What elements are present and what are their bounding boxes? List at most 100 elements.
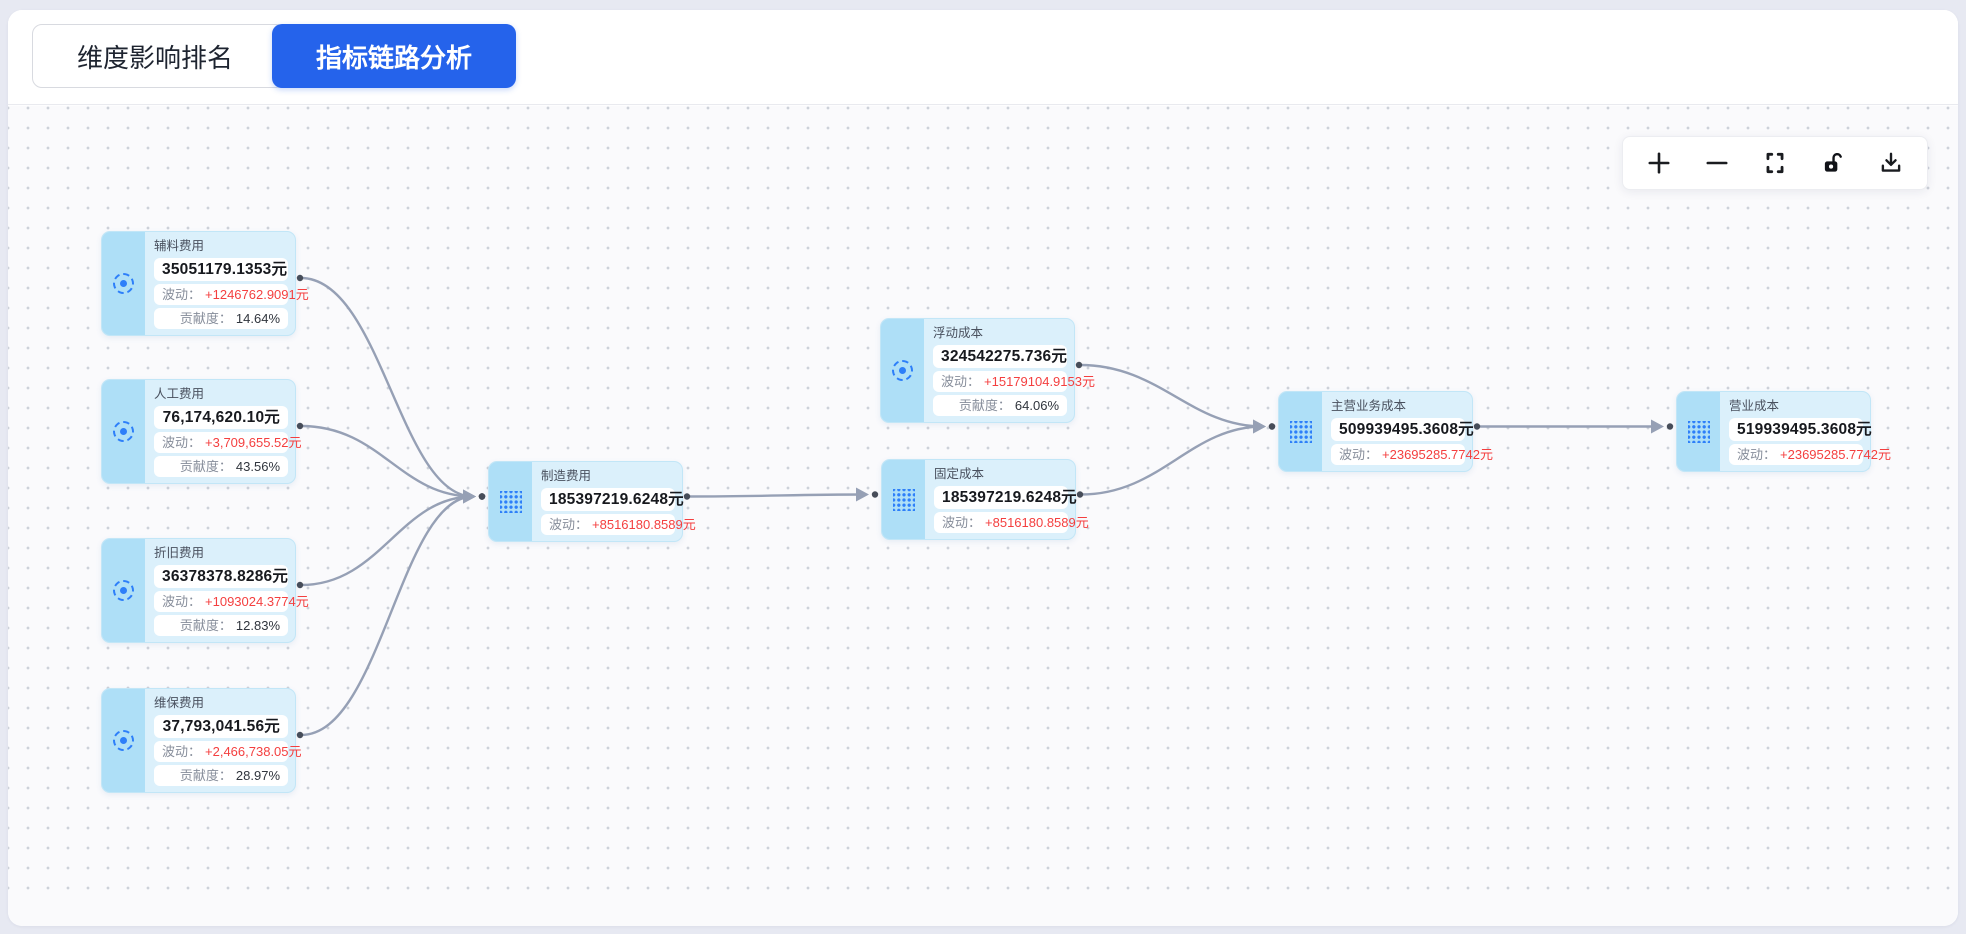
node-value: 324542275.736元 xyxy=(933,345,1067,368)
graph-canvas[interactable]: 辅料费用 35051179.1353元 波动：+1246762.9091元 贡献… xyxy=(8,106,1958,926)
wave-value: +8516180.8589元 xyxy=(985,515,1089,530)
node-value: 37,793,041.56元 xyxy=(154,715,288,738)
app-card: 维度影响排名 指标链路分析 xyxy=(8,10,1958,926)
node-value: 76,174,620.10元 xyxy=(154,406,288,429)
target-icon xyxy=(892,360,913,381)
metric-node[interactable]: 营业成本 519939495.3608元 波动：+23695285.7742元 xyxy=(1676,391,1891,472)
node-wave: 波动：+23695285.7742元 xyxy=(1331,444,1493,465)
wave-label: 波动： xyxy=(162,594,202,609)
wave-value: +1093024.3774元 xyxy=(205,594,309,609)
wave-label: 波动： xyxy=(1339,447,1379,462)
node-title: 主营业务成本 xyxy=(1331,399,1407,413)
contribution-value: 14.64% xyxy=(235,311,280,326)
node-title: 维保费用 xyxy=(154,696,205,710)
node-wave: 波动：+3,709,655.52元 xyxy=(154,432,302,453)
tab-dimension-ranking[interactable]: 维度影响排名 xyxy=(32,24,287,88)
fit-view-icon xyxy=(1762,150,1788,176)
node-title: 折旧费用 xyxy=(154,546,205,560)
metric-node[interactable]: 制造费用 185397219.6248元 波动：+8516180.8589元 xyxy=(488,461,696,542)
grid-icon xyxy=(499,490,522,513)
node-icon-strip xyxy=(1677,392,1720,471)
wave-value: +23695285.7742元 xyxy=(1780,447,1891,462)
metric-node[interactable]: 浮动成本 324542275.736元 波动：+15179104.9153元 贡… xyxy=(880,318,1095,423)
lock-button[interactable] xyxy=(1811,141,1855,185)
node-icon-strip xyxy=(102,539,145,642)
node-wave: 波动：+1246762.9091元 xyxy=(154,284,309,305)
contribution-label: 贡献度： xyxy=(179,311,232,326)
metric-node[interactable]: 辅料费用 35051179.1353元 波动：+1246762.9091元 贡献… xyxy=(101,231,309,336)
zoom-out-button[interactable] xyxy=(1695,141,1739,185)
target-icon xyxy=(113,580,134,601)
contribution-label: 贡献度： xyxy=(958,398,1011,413)
wave-label: 波动： xyxy=(162,744,202,759)
wave-label: 波动： xyxy=(549,517,589,532)
grid-icon xyxy=(1687,420,1710,443)
contribution-value: 43.56% xyxy=(235,459,280,474)
contribution-value: 28.97% xyxy=(235,768,280,783)
wave-label: 波动： xyxy=(1737,447,1777,462)
minus-icon xyxy=(1704,150,1730,176)
node-icon-strip xyxy=(882,460,925,539)
metric-node[interactable]: 人工费用 76,174,620.10元 波动：+3,709,655.52元 贡献… xyxy=(101,379,302,484)
zoom-in-button[interactable] xyxy=(1637,141,1681,185)
node-wave: 波动：+8516180.8589元 xyxy=(541,514,696,535)
wave-label: 波动： xyxy=(941,374,981,389)
node-wave: 波动：+15179104.9153元 xyxy=(933,371,1095,392)
node-value: 185397219.6248元 xyxy=(541,488,684,511)
tab-metric-chain-analysis[interactable]: 指标链路分析 xyxy=(272,24,517,88)
node-value: 35051179.1353元 xyxy=(154,258,288,281)
node-title: 人工费用 xyxy=(154,387,205,401)
download-button[interactable] xyxy=(1869,141,1913,185)
grid-icon xyxy=(892,488,915,511)
node-icon-strip xyxy=(1279,392,1322,471)
tab-bar: 维度影响排名 指标链路分析 xyxy=(32,24,517,88)
node-title: 营业成本 xyxy=(1729,399,1780,413)
wave-value: +1246762.9091元 xyxy=(205,287,309,302)
node-contribution: 贡献度：64.06% xyxy=(933,395,1067,416)
metric-node[interactable]: 主营业务成本 509939495.3608元 波动：+23695285.7742… xyxy=(1278,391,1493,472)
tab-dimension-ranking-label: 维度影响排名 xyxy=(77,42,234,73)
node-icon-strip xyxy=(489,462,532,541)
node-value: 519939495.3608元 xyxy=(1729,418,1872,441)
metric-node[interactable]: 维保费用 37,793,041.56元 波动：+2,466,738.05元 贡献… xyxy=(101,688,302,793)
node-title: 制造费用 xyxy=(541,469,592,483)
canvas-toolbar xyxy=(1622,136,1928,190)
metric-node[interactable]: 折旧费用 36378378.8286元 波动：+1093024.3774元 贡献… xyxy=(101,538,309,643)
target-icon xyxy=(113,273,134,294)
tab-metric-chain-analysis-label: 指标链路分析 xyxy=(316,42,473,73)
node-title: 辅料费用 xyxy=(154,239,205,253)
wave-label: 波动： xyxy=(162,287,202,302)
node-contribution: 贡献度：28.97% xyxy=(154,765,288,786)
unlock-icon xyxy=(1820,150,1846,176)
contribution-label: 贡献度： xyxy=(179,768,232,783)
grid-icon xyxy=(1289,420,1312,443)
node-icon-strip xyxy=(102,689,145,792)
download-icon xyxy=(1878,150,1904,176)
node-icon-strip xyxy=(102,232,145,335)
wave-value: +15179104.9153元 xyxy=(984,374,1095,389)
node-contribution: 贡献度：43.56% xyxy=(154,456,288,477)
node-icon-strip xyxy=(102,380,145,483)
wave-label: 波动： xyxy=(942,515,982,530)
wave-value: +3,709,655.52元 xyxy=(205,435,302,450)
header: 维度影响排名 指标链路分析 xyxy=(8,10,1958,105)
fit-view-button[interactable] xyxy=(1753,141,1797,185)
node-title: 固定成本 xyxy=(934,467,985,481)
node-contribution: 贡献度：14.64% xyxy=(154,308,288,329)
node-wave: 波动：+1093024.3774元 xyxy=(154,591,309,612)
wave-value: +23695285.7742元 xyxy=(1382,447,1493,462)
edge-layer xyxy=(296,274,1674,739)
node-value: 185397219.6248元 xyxy=(934,486,1077,509)
contribution-label: 贡献度： xyxy=(179,618,232,633)
wave-value: +2,466,738.05元 xyxy=(205,744,302,759)
node-wave: 波动：+8516180.8589元 xyxy=(934,512,1089,533)
node-title: 浮动成本 xyxy=(933,326,984,340)
node-wave: 波动：+2,466,738.05元 xyxy=(154,741,302,762)
metric-node[interactable]: 固定成本 185397219.6248元 波动：+8516180.8589元 xyxy=(881,459,1089,540)
contribution-value: 12.83% xyxy=(235,618,280,633)
node-wave: 波动：+23695285.7742元 xyxy=(1729,444,1891,465)
contribution-label: 贡献度： xyxy=(179,459,232,474)
target-icon xyxy=(113,421,134,442)
contribution-value: 64.06% xyxy=(1014,398,1059,413)
node-value: 36378378.8286元 xyxy=(154,565,288,588)
